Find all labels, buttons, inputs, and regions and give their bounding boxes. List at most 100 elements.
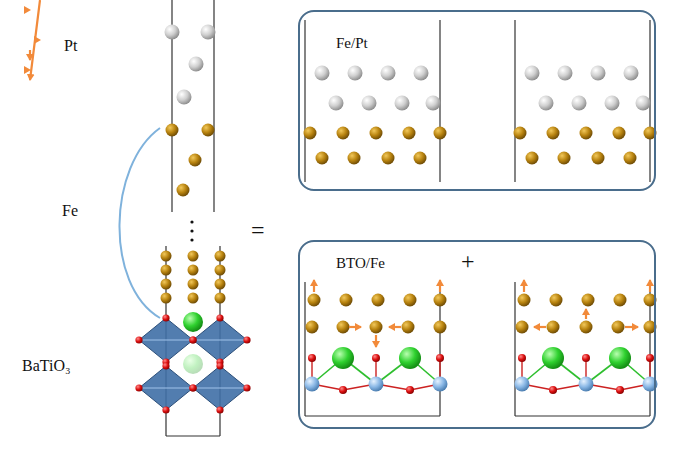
fe-atom	[337, 321, 350, 334]
fe-atom	[402, 321, 415, 334]
pt-atom	[414, 66, 429, 81]
ti-atom	[515, 377, 530, 392]
panel-title: Fe/Pt	[336, 34, 368, 52]
cell-edge	[304, 20, 305, 182]
o-atom-group	[135, 314, 250, 413]
fe-atom	[337, 127, 350, 140]
pt-atom	[558, 66, 573, 81]
pt-atom	[572, 96, 587, 111]
displacement-arrow	[30, 0, 40, 80]
pt-atom	[177, 90, 192, 105]
panel-box: BTO/Fe	[298, 240, 656, 429]
pt-atom	[624, 66, 639, 81]
pt-atom-group	[329, 96, 441, 111]
fe-atom	[414, 152, 427, 165]
octahedron-edge-group	[139, 340, 247, 388]
fe-atom	[370, 127, 383, 140]
ba-atom	[542, 347, 564, 369]
ti-atom	[579, 377, 594, 392]
fe-atom	[370, 321, 383, 334]
pt-atom	[525, 66, 540, 81]
ba-atom-group	[332, 347, 421, 369]
pt-atom	[165, 25, 180, 40]
fe-atom-group	[304, 127, 447, 140]
fe-atom-group	[166, 124, 215, 197]
displacement-arrows	[314, 280, 440, 347]
o-atom	[162, 314, 169, 321]
displacement-arrow	[439, 280, 441, 292]
layer-label: Fe	[62, 201, 78, 220]
o-atom-group	[518, 354, 654, 394]
displacement-arrow	[349, 326, 361, 328]
fe-atom-group	[514, 127, 657, 140]
fe-atom	[215, 251, 226, 262]
displacement-arrow	[389, 326, 401, 328]
ellipsis-dot-group	[190, 220, 193, 241]
cell-edge	[514, 20, 515, 182]
ba-atom-group	[542, 347, 631, 369]
pt-atom	[636, 96, 651, 111]
displacement-arrows	[30, 0, 40, 80]
pt-atom	[348, 66, 363, 81]
ba-atom	[183, 312, 203, 332]
o-atom	[436, 354, 444, 362]
fe-atom	[188, 293, 199, 304]
ti-atom-group	[515, 377, 658, 392]
ba-atom-group	[183, 312, 203, 332]
cell-edge	[514, 282, 515, 416]
fe-atom	[404, 294, 417, 307]
fe-atom-group	[516, 321, 657, 334]
o-atom	[406, 386, 414, 394]
tio6-octahedron	[193, 366, 247, 410]
pt-atom	[362, 96, 377, 111]
displacement-arrow	[625, 326, 638, 328]
o-atom	[162, 362, 169, 369]
o-atom	[549, 386, 557, 394]
ellipsis-dot	[190, 238, 193, 241]
fe-atom	[188, 265, 199, 276]
octahedron-edge	[139, 340, 193, 341]
fe-atom	[166, 124, 179, 137]
displacement-arrow	[375, 335, 377, 347]
fe-atom	[308, 294, 321, 307]
pt-atom-group	[315, 66, 429, 81]
panel-title: BTO/Fe	[336, 254, 385, 272]
o-atom	[616, 386, 624, 394]
pt-atom	[605, 96, 620, 111]
fe-atom-group	[308, 294, 447, 307]
ba-atom	[609, 347, 631, 369]
fe-atom	[612, 321, 625, 334]
fe-atom	[403, 127, 416, 140]
o-atom	[372, 354, 380, 362]
cell-edge-group	[515, 282, 650, 416]
pt-atom-group	[539, 96, 651, 111]
fe-atom	[592, 152, 605, 165]
fe-atom	[547, 321, 560, 334]
fe-atom-group	[306, 321, 447, 334]
o-atom	[243, 384, 250, 391]
pt-atom	[395, 96, 410, 111]
o-atom	[189, 384, 196, 391]
fe-atom	[514, 127, 527, 140]
fe-atom	[161, 293, 172, 304]
o-atom	[308, 354, 316, 362]
displacement-arrow	[523, 280, 525, 292]
ellipsis-dot	[190, 229, 193, 232]
fe-atom-group	[518, 294, 657, 307]
fe-atom	[614, 294, 627, 307]
operator-symbol: +	[461, 247, 475, 276]
pt-atom	[315, 66, 330, 81]
o-atom	[189, 336, 196, 343]
fe-atom	[580, 321, 593, 334]
fe-atom	[547, 127, 560, 140]
o-atom	[646, 354, 654, 362]
fe-atom	[316, 152, 329, 165]
fe-atom	[177, 184, 190, 197]
fe-atom	[188, 251, 199, 262]
cell-edge-group	[515, 20, 650, 182]
o-atom	[135, 336, 142, 343]
fe-atom	[582, 294, 595, 307]
o-atom	[339, 386, 347, 394]
ti-atom	[369, 377, 384, 392]
